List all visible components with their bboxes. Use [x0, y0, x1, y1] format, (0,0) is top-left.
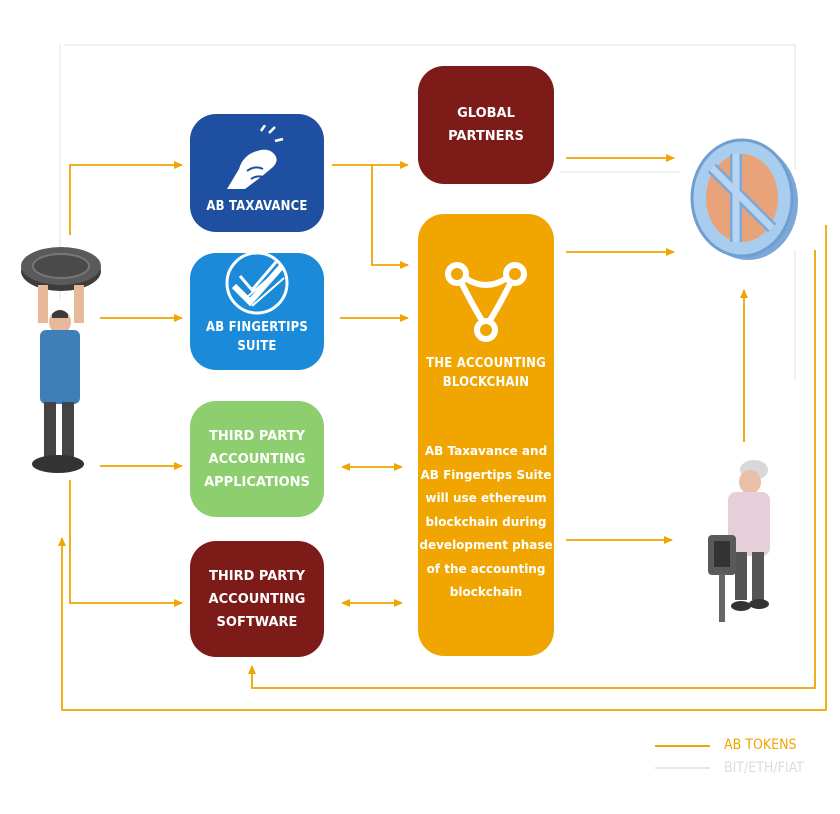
hand-coin-icon [212, 125, 302, 197]
token-lines [58, 154, 827, 711]
blockchain-network-icon [441, 260, 531, 344]
ab-fingertips-suite-label: AB FINGERTIPS SUITE [205, 320, 309, 354]
third-party-applications-box: THIRD PARTY ACCOUNTING APPLICATIONS [190, 401, 324, 517]
ab-fingertips-suite-box: AB FINGERTIPS SUITE [190, 251, 324, 370]
ab-taxavance-label: AB TAXAVANCE [206, 199, 308, 214]
miner-with-jackhammer-icon [708, 460, 770, 622]
accounting-blockchain-title: THE ACCOUNTING BLOCKCHAIN [426, 356, 546, 390]
global-partners-box: GLOBAL PARTNERS [418, 66, 554, 184]
accounting-blockchain-box: THE ACCOUNTING BLOCKCHAIN AB Taxavance a… [418, 214, 554, 656]
legend-ab-tokens: AB TOKENS [724, 737, 797, 753]
checkmark-globe-icon [212, 248, 302, 318]
third-party-software-label: THIRD PARTY ACCOUNTING SOFTWARE [208, 568, 306, 630]
legend-bit-eth-fiat: BIT/ETH/FIAT [724, 760, 804, 776]
token-coin-icon [690, 138, 798, 260]
accounting-blockchain-description: AB Taxavance and AB Fingertips Suite wil… [419, 444, 553, 599]
ab-taxavance-box: AB TAXAVANCE [190, 114, 324, 232]
person-holding-coin-icon [21, 247, 101, 473]
global-partners-label: GLOBAL PARTNERS [448, 106, 524, 144]
third-party-applications-label: THIRD PARTY ACCOUNTING APPLICATIONS [204, 428, 310, 490]
third-party-software-box: THIRD PARTY ACCOUNTING SOFTWARE [190, 541, 324, 657]
